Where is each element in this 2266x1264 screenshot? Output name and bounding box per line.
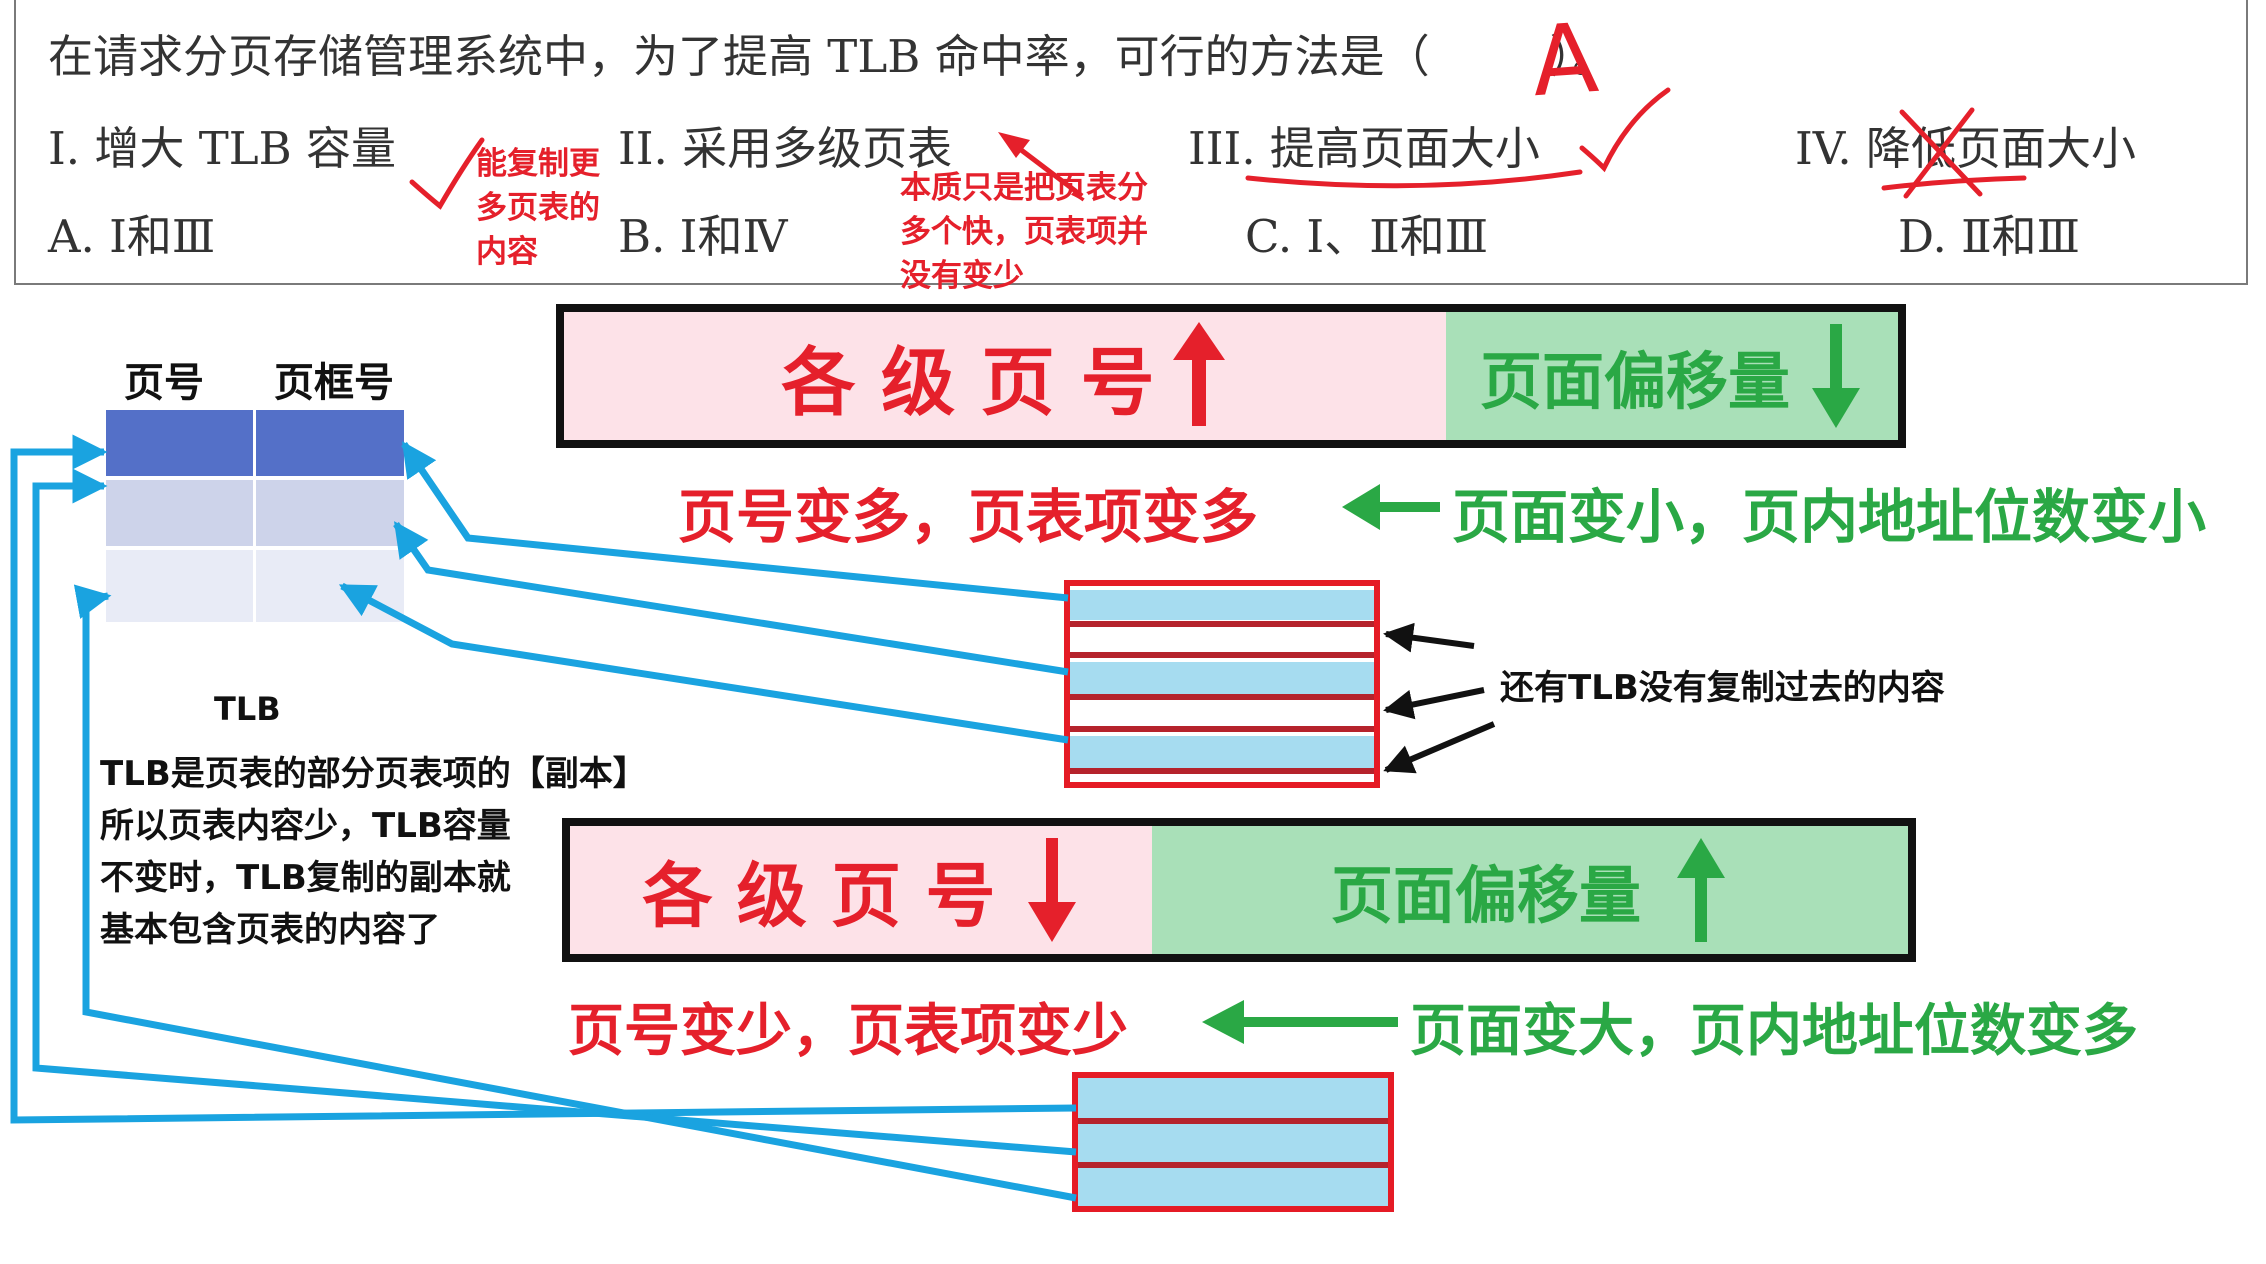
handwritten-marks bbox=[409, 87, 2027, 210]
copy-arrow bbox=[10, 434, 1077, 1124]
copy-arrow bbox=[338, 582, 1069, 744]
statement-1: I. 增大 TLB 容量 bbox=[48, 122, 396, 175]
option-c: C. Ⅰ、Ⅱ和Ⅲ bbox=[1245, 210, 1489, 263]
page-table-entry-copied bbox=[1070, 590, 1374, 620]
underline-icon bbox=[1881, 175, 2027, 191]
option-a: A. Ⅰ和Ⅲ bbox=[48, 210, 216, 263]
page-offset-field: 页面偏移量 bbox=[1446, 312, 1898, 440]
tlb-cell bbox=[106, 480, 256, 546]
arrow-up-icon bbox=[1677, 838, 1725, 942]
question-stem: 在请求分页存储管理系统中，为了提高 TLB 命中率，可行的方法是（）。 bbox=[48, 30, 1618, 83]
effect-page-smaller: 页面变小，页内地址位数变小 bbox=[1452, 483, 2207, 551]
tlb-cell bbox=[106, 410, 256, 476]
effect-page-more: 页号变多，页表项变多 bbox=[678, 483, 1259, 551]
tlb-col-frame: 页框号 bbox=[274, 360, 394, 406]
pointer-arrow bbox=[1383, 622, 1475, 653]
copy-arrow bbox=[32, 468, 1077, 1156]
tlb-caption: TLB bbox=[214, 690, 281, 728]
tlb-cell bbox=[256, 550, 404, 622]
arrow-down-icon bbox=[1812, 324, 1860, 428]
arrow-left-icon bbox=[1342, 484, 1440, 530]
statement-4: IV. 降低页面大小 bbox=[1795, 122, 2137, 175]
arrow-left-icon bbox=[1202, 1000, 1398, 1044]
option-d: D. Ⅱ和Ⅲ bbox=[1898, 210, 2081, 263]
annotation-arrowhead-icon bbox=[998, 132, 1030, 158]
underline-icon bbox=[1245, 169, 1583, 189]
arrow-up-icon bbox=[1172, 322, 1225, 426]
missing-entries-note: 还有TLB没有复制过去的内容 bbox=[1500, 668, 1945, 708]
tlb-explanation: TLB是页表的部分页表项的【副本】 所以页表内容少，TLB容量 不变时，TLB复… bbox=[100, 754, 647, 950]
page-table-small bbox=[1072, 1072, 1394, 1212]
page-offset-field: 页面偏移量 bbox=[1152, 826, 1908, 954]
page-table-entry-copied bbox=[1070, 736, 1374, 768]
copy-arrow bbox=[73, 584, 1077, 1202]
arrow-down-icon bbox=[1027, 838, 1076, 942]
tlb-cell bbox=[256, 410, 404, 476]
page-table-entries-copied bbox=[1078, 1078, 1388, 1206]
copy-arrow bbox=[393, 521, 1069, 676]
tlb-col-page: 页号 bbox=[124, 360, 204, 406]
page-number-field: 各 级 页 号 bbox=[570, 826, 1152, 954]
note-multilevel-table: 本质只是把页表分 多个快，页表项并 没有变少 bbox=[900, 170, 1148, 294]
page-table-large bbox=[1064, 580, 1380, 788]
question-frame bbox=[14, 0, 2248, 285]
note-increase-tlb: 能复制更 多页表的 内容 bbox=[476, 146, 600, 270]
tlb-cell bbox=[256, 480, 404, 546]
checkmark-icon bbox=[1579, 87, 1671, 173]
pointer-arrow bbox=[1383, 687, 1485, 720]
address-bar-small-page: 各 级 页 号 页面偏移量 bbox=[556, 304, 1906, 448]
effect-page-larger: 页面变大，页内地址位数变多 bbox=[1410, 999, 2138, 1064]
option-b: B. Ⅰ和Ⅳ bbox=[618, 210, 788, 263]
pointer-arrow bbox=[1383, 721, 1496, 774]
copy-arrow bbox=[401, 441, 1069, 602]
address-bar-large-page: 各 级 页 号 页面偏移量 bbox=[562, 818, 1916, 962]
page-table-entry-copied bbox=[1070, 662, 1374, 694]
effect-page-fewer: 页号变少，页表项变少 bbox=[568, 999, 1128, 1064]
page-number-field: 各 级 页 号 bbox=[564, 312, 1446, 440]
statement-3: III. 提高页面大小 bbox=[1188, 122, 1540, 175]
tlb-cell bbox=[106, 550, 256, 622]
checkmark-icon bbox=[409, 137, 485, 210]
tlb-table bbox=[106, 410, 404, 622]
statement-2: II. 采用多级页表 bbox=[618, 122, 953, 175]
